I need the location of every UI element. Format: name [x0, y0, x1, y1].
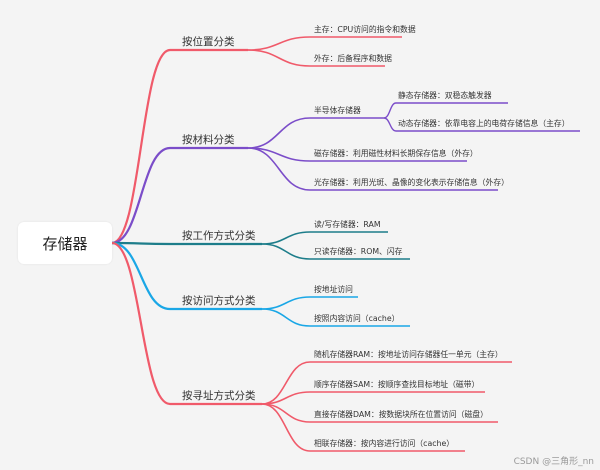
child-node[interactable]: 光存储器：利用光斑、晶像的变化表示存储信息（外存）	[314, 177, 509, 187]
connector-branch-to-child	[261, 308, 311, 327]
connector-root-to-branch	[111, 146, 171, 245]
connector-root-to-branch	[111, 241, 171, 406]
connector-child-to-leaf	[383, 117, 397, 132]
connector-child-to-leaf	[383, 102, 397, 119]
child-node[interactable]: 主存：CPU访问的指令和数据	[314, 24, 416, 34]
root-node[interactable]: 存储器	[18, 222, 112, 264]
child-node[interactable]: 磁存储器：利用磁性材料长期保存信息（外存）	[314, 148, 478, 158]
connector-branch-to-child	[247, 147, 311, 191]
connector-branch-to-child	[247, 117, 311, 149]
connector-branch-to-child	[261, 403, 311, 452]
watermark: CSDN @三角形_nn	[513, 457, 594, 467]
branch-node[interactable]: 按访问方式分类	[182, 294, 256, 307]
connector-branch-to-child	[261, 361, 311, 405]
connector-branch-to-child	[247, 36, 311, 51]
connector-branch-to-child	[261, 243, 311, 260]
leaf-node[interactable]: 动态存储器：依靠电容上的电荷存储信息（主存）	[398, 118, 570, 128]
branch-node[interactable]: 按材料分类	[182, 133, 235, 146]
child-node[interactable]: 顺序存储器SAM：按顺序查找目标地址（磁带）	[314, 379, 479, 389]
child-node[interactable]: 读/写存储器：RAM	[314, 219, 381, 229]
root-node-label: 存储器	[42, 234, 88, 253]
child-node[interactable]: 直接存储器DAM：按数据块所在位置访问（磁盘）	[314, 409, 488, 419]
connector-root-to-branch	[111, 48, 171, 245]
branch-node[interactable]: 按位置分类	[182, 35, 235, 48]
branch-node[interactable]: 按工作方式分类	[182, 229, 256, 242]
child-node[interactable]: 外存：后备程序和数据	[314, 53, 392, 63]
connector-branch-to-child	[261, 296, 311, 310]
leaf-node[interactable]: 静态存储器：双稳态触发器	[398, 90, 492, 100]
child-node[interactable]: 相联存储器：按内容进行访问（cache）	[314, 438, 454, 448]
connector-branch-to-child	[261, 231, 311, 245]
child-node[interactable]: 随机存储器RAM：按地址访问存储器任一单元（主存）	[314, 349, 503, 359]
connector-root-to-branch	[111, 241, 171, 311]
child-node[interactable]: 半导体存储器	[314, 105, 361, 115]
child-node[interactable]: 按地址访问	[314, 284, 353, 294]
child-node[interactable]: 按照内容访问（cache）	[314, 313, 399, 323]
branch-node[interactable]: 按寻址方式分类	[182, 389, 256, 402]
connector-branch-to-child	[247, 49, 311, 67]
connector-root-to-branch	[111, 241, 171, 246]
child-node[interactable]: 只读存储器：ROM、闪存	[314, 246, 403, 256]
connector-branch-to-child	[261, 403, 311, 423]
